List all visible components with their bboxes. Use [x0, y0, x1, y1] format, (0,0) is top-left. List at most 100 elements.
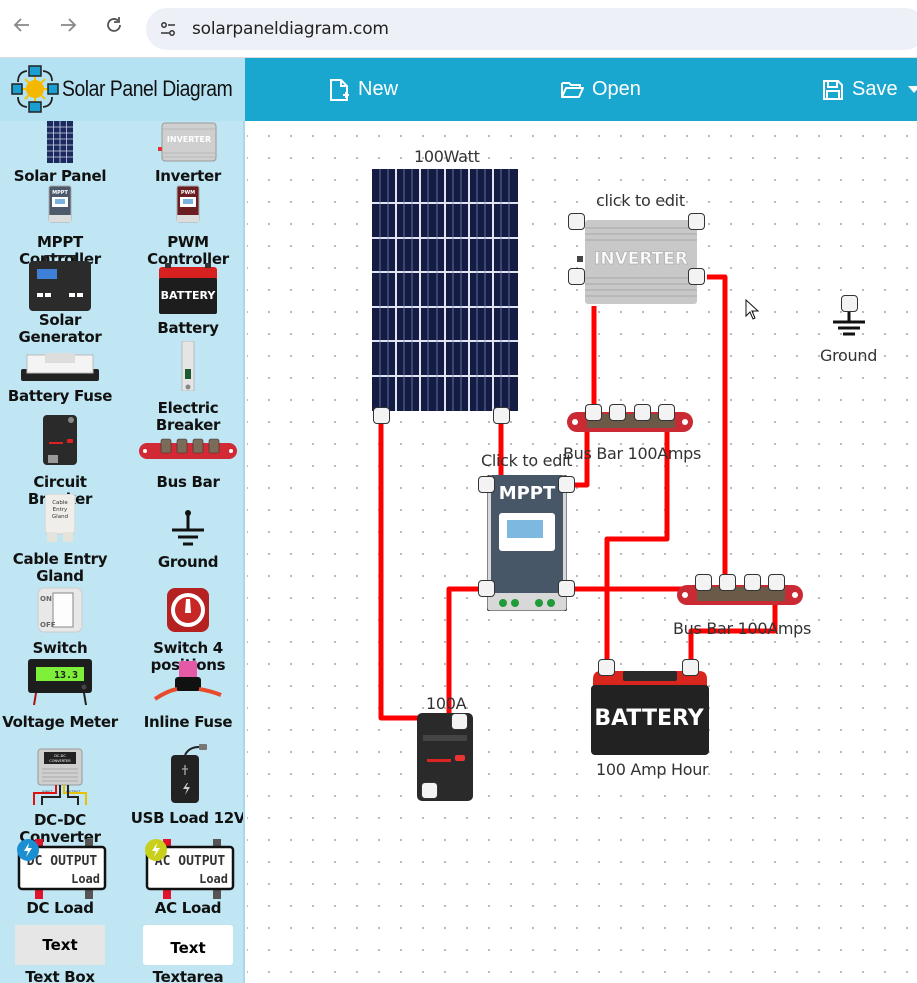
palette-item-circuit-breaker[interactable]: Circuit Breaker	[0, 415, 120, 508]
connection-port[interactable]	[688, 268, 705, 285]
save-button-label: Save	[852, 78, 898, 100]
svg-text:INVERTER: INVERTER	[167, 135, 211, 144]
palette-item-cable-entry-gland[interactable]: Cable Entry Gland Cable Entry Gland	[0, 493, 120, 585]
palette-item-battery[interactable]: BATTERY Battery	[128, 263, 243, 337]
connection-port[interactable]	[768, 574, 785, 591]
svg-text:PWM: PWM	[181, 190, 195, 196]
text-box-icon: Text	[15, 925, 105, 965]
palette-item-switch-4-positions[interactable]: Switch 4 positions	[128, 587, 243, 674]
chevron-down-icon[interactable]	[907, 86, 917, 93]
battery-component[interactable]: BATTERY 100 Amp Hour	[589, 659, 709, 779]
circuit-breaker-component[interactable]: 100A	[415, 694, 475, 808]
reload-button[interactable]	[100, 14, 128, 42]
logo[interactable]: Solar Panel Diagram	[0, 58, 245, 121]
connection-port[interactable]	[719, 574, 736, 591]
connection-port[interactable]	[568, 268, 585, 285]
connection-port[interactable]	[373, 407, 390, 424]
solar-panel-icon	[47, 121, 73, 163]
svg-text:BATTERY: BATTERY	[594, 706, 704, 731]
svg-text:MPPT: MPPT	[499, 483, 556, 504]
bus-bar-component[interactable]: Bus Bar 100Amps	[673, 574, 811, 638]
address-bar[interactable]: solarpaneldiagram.com	[146, 8, 917, 50]
palette-item-electric-breaker[interactable]: Electric Breaker	[128, 340, 243, 434]
mppt-label[interactable]: Click to edit	[481, 451, 573, 470]
back-button[interactable]	[8, 14, 36, 42]
connection-port[interactable]	[744, 574, 761, 591]
palette-item-voltage-meter[interactable]: 13.3 Voltage Meter	[0, 659, 120, 731]
connection-port[interactable]	[634, 404, 651, 421]
connection-port[interactable]	[682, 659, 699, 676]
ground-label[interactable]: Ground	[820, 346, 878, 365]
connection-port[interactable]	[558, 580, 575, 597]
svg-text:OFF: OFF	[40, 621, 56, 629]
palette-item-ac-load[interactable]: AC OUTPUT Load AC Load	[128, 839, 243, 917]
open-button[interactable]: Open	[560, 58, 641, 121]
bus-bar-label[interactable]: Bus Bar 100Amps	[563, 444, 702, 463]
connection-port[interactable]	[585, 404, 602, 421]
connection-port[interactable]	[695, 574, 712, 591]
connection-port[interactable]	[451, 713, 468, 730]
palette-item-pwm-controller[interactable]: PWM PWM Controller	[128, 185, 243, 268]
palette-item-battery-fuse[interactable]: Battery Fuse	[0, 351, 120, 405]
connection-port[interactable]	[841, 295, 858, 312]
forward-button[interactable]	[54, 14, 82, 42]
palette-item-solar-generator[interactable]: Solar Generator	[0, 253, 120, 346]
mouse-cursor-icon	[745, 299, 760, 320]
palette-item-inline-fuse[interactable]: Inline Fuse	[128, 661, 243, 731]
connection-port[interactable]	[478, 476, 495, 493]
svg-text:Load: Load	[71, 872, 100, 886]
connection-port[interactable]	[688, 213, 705, 230]
url-text[interactable]: solarpaneldiagram.com	[192, 19, 389, 39]
connection-port[interactable]	[609, 404, 626, 421]
folder-open-icon	[561, 81, 584, 98]
palette-item-text-box[interactable]: Text Text Box	[0, 925, 120, 983]
wire	[378, 415, 425, 721]
palette-item-usb-load[interactable]: USB Load 12V	[128, 743, 243, 827]
connection-port[interactable]	[558, 476, 575, 493]
switch-4-positions-icon	[167, 588, 209, 632]
palette-label: Switch	[32, 639, 88, 657]
diagram-canvas[interactable]: 100Watt click to edit	[247, 121, 917, 983]
palette-item-dc-dc-converter[interactable]: DC-DC CONVERTER INPUT OUTPUT DC-DC Conve…	[0, 747, 120, 846]
wire	[446, 586, 487, 718]
palette-label: Electric Breaker	[155, 399, 221, 434]
palette-item-dc-load[interactable]: DC OUTPUT Load DC Load	[0, 839, 120, 917]
breaker-label[interactable]: 100A	[426, 694, 467, 713]
ground-component[interactable]: Ground	[817, 294, 881, 365]
svg-text:Gland: Gland	[52, 514, 68, 520]
connection-port[interactable]	[658, 404, 675, 421]
palette-label: Solar Panel	[13, 167, 107, 185]
save-button[interactable]: Save	[822, 58, 917, 121]
palette-item-switch[interactable]: ON OFF Switch	[0, 587, 120, 657]
connection-port[interactable]	[568, 213, 585, 230]
new-button[interactable]: New	[328, 58, 398, 121]
inverter-component[interactable]: click to edit INVERTER	[568, 191, 705, 313]
palette-item-ground[interactable]: Ground	[128, 509, 243, 571]
svg-text:ON: ON	[40, 595, 52, 603]
open-button-label: Open	[592, 78, 641, 100]
bus-bar-label[interactable]: Bus Bar 100Amps	[673, 619, 812, 638]
connection-port[interactable]	[493, 407, 510, 424]
palette-label: Battery	[157, 319, 219, 337]
connection-port[interactable]	[421, 782, 438, 799]
palette-item-textarea[interactable]: Text Textarea	[128, 925, 243, 983]
palette-item-bus-bar[interactable]: Bus Bar	[128, 437, 243, 491]
inverter-label[interactable]: click to edit	[596, 191, 685, 210]
inverter-icon: INVERTER	[577, 220, 697, 304]
tune-icon[interactable]	[158, 19, 178, 39]
battery-label[interactable]: 100 Amp Hour	[596, 760, 709, 779]
connection-port[interactable]	[598, 659, 615, 676]
svg-text:CONVERTER: CONVERTER	[49, 759, 71, 763]
textarea-icon: Text	[143, 925, 233, 965]
palette-label: Circuit Breaker	[28, 473, 92, 508]
mppt-controller-component[interactable]: Click to edit MPPT	[478, 451, 575, 616]
palette-item-solar-panel[interactable]: Solar Panel	[0, 121, 120, 185]
connection-port[interactable]	[478, 580, 495, 597]
palette-label: Cable Entry Gland	[12, 550, 108, 585]
solar-panel-label[interactable]: 100Watt	[414, 147, 480, 166]
battery-icon: BATTERY	[159, 263, 217, 314]
palette-item-inverter[interactable]: INVERTER Inverter	[128, 121, 243, 185]
bus-bar-component[interactable]: Bus Bar 100Amps	[563, 404, 701, 463]
voltage-meter-icon: 13.3	[28, 659, 92, 706]
solar-panel-component[interactable]: 100Watt	[372, 147, 518, 424]
